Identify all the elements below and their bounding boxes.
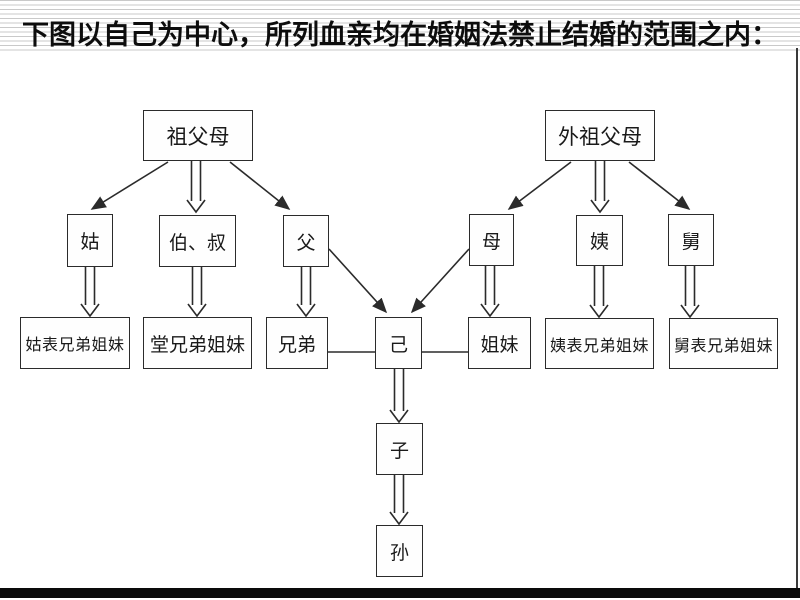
node-maternal-aunt: 姨 [576, 215, 623, 266]
arrow-waizufumu-to-mu [507, 161, 572, 210]
arrow-zi-to-sun [389, 475, 409, 526]
arrow-fu-to-ji [328, 248, 388, 314]
node-father: 父 [283, 215, 329, 267]
title-stripes-decoration [0, 0, 800, 53]
node-mother: 母 [469, 214, 514, 266]
node-paternal-aunt-cousins: 姑表兄弟姐妹 [20, 317, 130, 369]
arrow-zufumu-to-fu [229, 161, 291, 210]
arrow-boshu-to-tangxiongdi [187, 267, 207, 318]
node-maternal-uncle: 舅 [668, 214, 714, 266]
arrow-zufumu-to-gu [90, 161, 169, 210]
node-maternal-aunt-cousins: 姨表兄弟姐妹 [545, 318, 654, 369]
node-brothers: 兄弟 [266, 317, 328, 369]
arrow-yi-to-yibiao [589, 266, 609, 319]
slide-title: 下图以自己为中心，所列血亲均在婚姻法禁止结婚的范围之内： [22, 20, 778, 50]
arrow-zufumu-to-boshu [186, 161, 206, 214]
node-paternal-grandparents: 祖父母 [143, 110, 253, 161]
node-paternal-aunt: 姑 [67, 214, 113, 267]
slide-right-border [796, 48, 798, 588]
slide-bottom-bar [0, 588, 800, 598]
node-paternal-cousins: 堂兄弟姐妹 [143, 317, 252, 369]
node-children: 子 [376, 423, 423, 475]
node-self: 己 [375, 317, 422, 369]
node-maternal-grandparents: 外祖父母 [545, 110, 655, 161]
node-sisters: 姐妹 [468, 317, 531, 369]
arrow-mu-to-jiemei [480, 266, 500, 318]
arrow-waizufumu-to-yi [590, 161, 610, 214]
arrow-gu-to-gubiao [80, 267, 100, 318]
arrow-ji-to-zi [389, 369, 409, 424]
node-maternal-uncle-cousins: 舅表兄弟姐妹 [669, 318, 778, 369]
arrow-mu-to-ji [410, 248, 470, 314]
arrow-fu-to-xiongdi [296, 267, 316, 318]
node-paternal-uncles: 伯、叔 [159, 215, 236, 267]
arrow-waizufumu-to-jiu [628, 161, 691, 210]
node-grandchildren: 孙 [376, 525, 423, 577]
arrow-jiu-to-jiubiao [680, 266, 700, 319]
